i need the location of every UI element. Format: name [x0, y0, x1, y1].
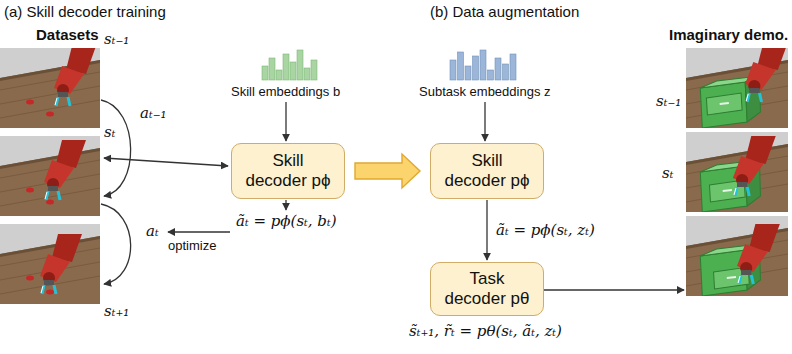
- embedding-label: Skill embeddings b: [231, 84, 340, 99]
- section-heading: Datasets: [36, 26, 99, 43]
- robot-image: [0, 136, 100, 216]
- node-label: Task decoder pθ: [439, 269, 535, 308]
- block-arrow: [355, 154, 420, 188]
- decoder-box: Skill decoder pϕ: [430, 143, 544, 199]
- state-label: sₜ₋₁: [656, 92, 681, 110]
- node-label: Skill decoder pϕ: [240, 151, 336, 190]
- action-label: aₜ₋₁: [140, 104, 167, 122]
- embedding-bars: [262, 50, 317, 80]
- panel-title: (a) Skill decoder training: [4, 3, 166, 20]
- flow-arrow: [486, 200, 487, 260]
- robot-image: [0, 46, 100, 128]
- robot-image: [686, 132, 788, 212]
- equation-label: s̃ₜ₊₁, r̃ₜ = pθ(sₜ, ãₜ, zₜ): [409, 322, 562, 340]
- optimize-arrow: [168, 231, 230, 232]
- edge-label: ãₜ = pϕ(sₜ, zₜ): [494, 221, 597, 239]
- robot-image: [686, 42, 788, 128]
- decoder-box: Skill decoder pϕ: [231, 143, 345, 199]
- transition-arrow: [101, 204, 131, 284]
- output-arrow: [542, 289, 684, 290]
- state-label: sₜ: [662, 164, 673, 182]
- state-label: sₜ₋₁: [104, 30, 129, 48]
- state-label: sₜ₊₁: [104, 302, 129, 320]
- robot-image: [686, 216, 788, 296]
- input-arrow: [484, 102, 485, 141]
- embedding-label: Subtask embeddings z: [419, 84, 551, 99]
- node-label: Skill decoder pϕ: [439, 151, 535, 190]
- transition-arrow: [101, 100, 131, 196]
- embedding-bars: [450, 50, 516, 80]
- section-heading: Imaginary demo.: [669, 26, 788, 43]
- input-arrow: [285, 102, 286, 141]
- output-arrow: [285, 200, 286, 210]
- action-label: aₜ: [146, 222, 159, 240]
- state-label: sₜ: [104, 123, 115, 141]
- equation-label: ãₜ = pϕ(sₜ, bₜ): [236, 212, 337, 230]
- decoder-box: Task decoder pθ: [430, 262, 544, 316]
- panel-title: (b) Data augmentation: [430, 3, 579, 20]
- robot-image: [0, 224, 100, 304]
- note-label: optimize: [168, 238, 216, 253]
- input-arrow: [104, 158, 228, 166]
